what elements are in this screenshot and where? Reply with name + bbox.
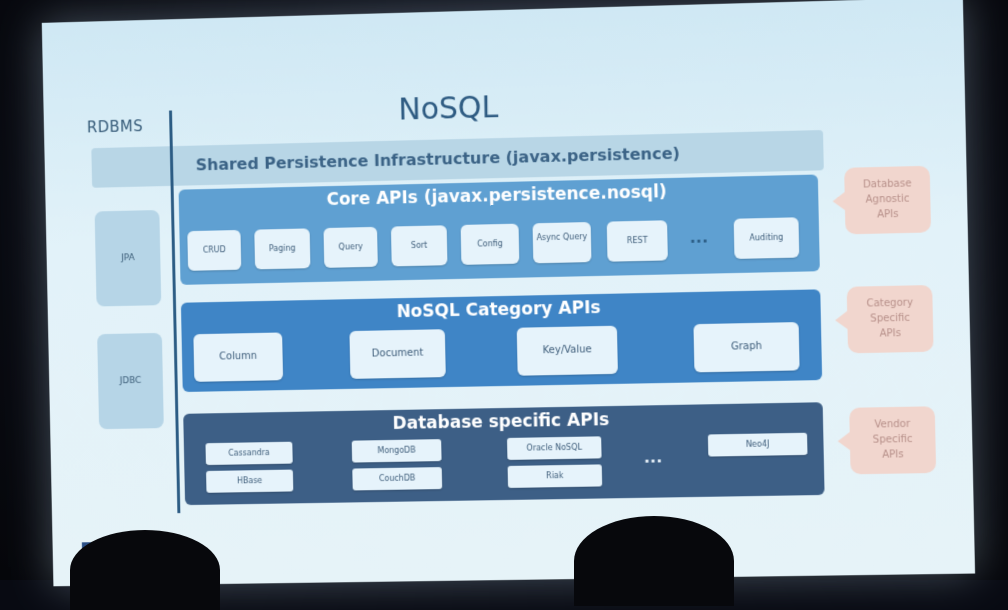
projector-screen: RDBMS NoSQL Shared Persistence Infrastru… — [41, 0, 976, 587]
category-document: Document — [349, 329, 446, 379]
category-apis-panel: NoSQL Category APIs Column Document Key/… — [180, 289, 823, 393]
core-api-async-query: Async Query — [532, 221, 592, 264]
jdbc-box: JDBC — [97, 332, 164, 430]
rdbms-label: RDBMS — [86, 117, 144, 137]
jpa-box: JPA — [94, 209, 162, 307]
db-couchdb: CouchDB — [352, 467, 443, 491]
core-apis-panel: Core APIs (javax.persistence.nosql) CRUD… — [178, 174, 820, 285]
database-apis-panel: Database specific APIs Cassandra MongoDB… — [183, 402, 825, 506]
callout-line: APIs — [877, 208, 899, 221]
callout-line: APIs — [882, 449, 904, 461]
db-ellipsis: ... — [643, 447, 663, 467]
category-apis-title: NoSQL Category APIs — [396, 297, 601, 323]
db-mongodb: MongoDB — [351, 439, 442, 463]
db-hbase: HBase — [206, 469, 294, 493]
core-api-paging: Paging — [254, 228, 311, 270]
category-column: Column — [193, 332, 284, 382]
callout-line: APIs — [879, 328, 902, 340]
db-riak: Riak — [507, 464, 603, 488]
callout-line: Vendor — [874, 418, 911, 431]
core-api-rest: REST — [606, 220, 668, 262]
core-api-auditing: Auditing — [733, 217, 800, 259]
category-specific-callout: Category Specific APIs — [846, 284, 934, 354]
db-cassandra: Cassandra — [205, 441, 293, 466]
audience-head-left — [70, 530, 220, 610]
core-api-sort: Sort — [390, 225, 448, 267]
category-graph: Graph — [693, 322, 800, 373]
database-apis-title: Database specific APIs — [392, 410, 610, 434]
core-api-query: Query — [323, 226, 378, 268]
database-agnostic-callout: Database Agnostic APIs — [844, 165, 932, 235]
nosql-title: NoSQL — [398, 90, 499, 128]
core-apis-title: Core APIs (javax.persistence.nosql) — [326, 182, 667, 211]
core-api-ellipsis: ... — [689, 227, 709, 247]
vendor-specific-callout: Vendor Specific APIs — [849, 406, 937, 475]
callout-line: Specific — [872, 433, 913, 446]
audience-head-right — [574, 516, 734, 606]
core-api-config: Config — [460, 223, 520, 265]
category-key-value: Key/Value — [516, 325, 618, 376]
core-api-crud: CRUD — [187, 229, 242, 271]
callout-line: Specific — [870, 312, 910, 325]
db-neo4j: Neo4J — [707, 432, 808, 457]
db-oracle-nosql: Oracle NoSQL — [506, 436, 602, 460]
callout-line: Category — [866, 297, 914, 310]
